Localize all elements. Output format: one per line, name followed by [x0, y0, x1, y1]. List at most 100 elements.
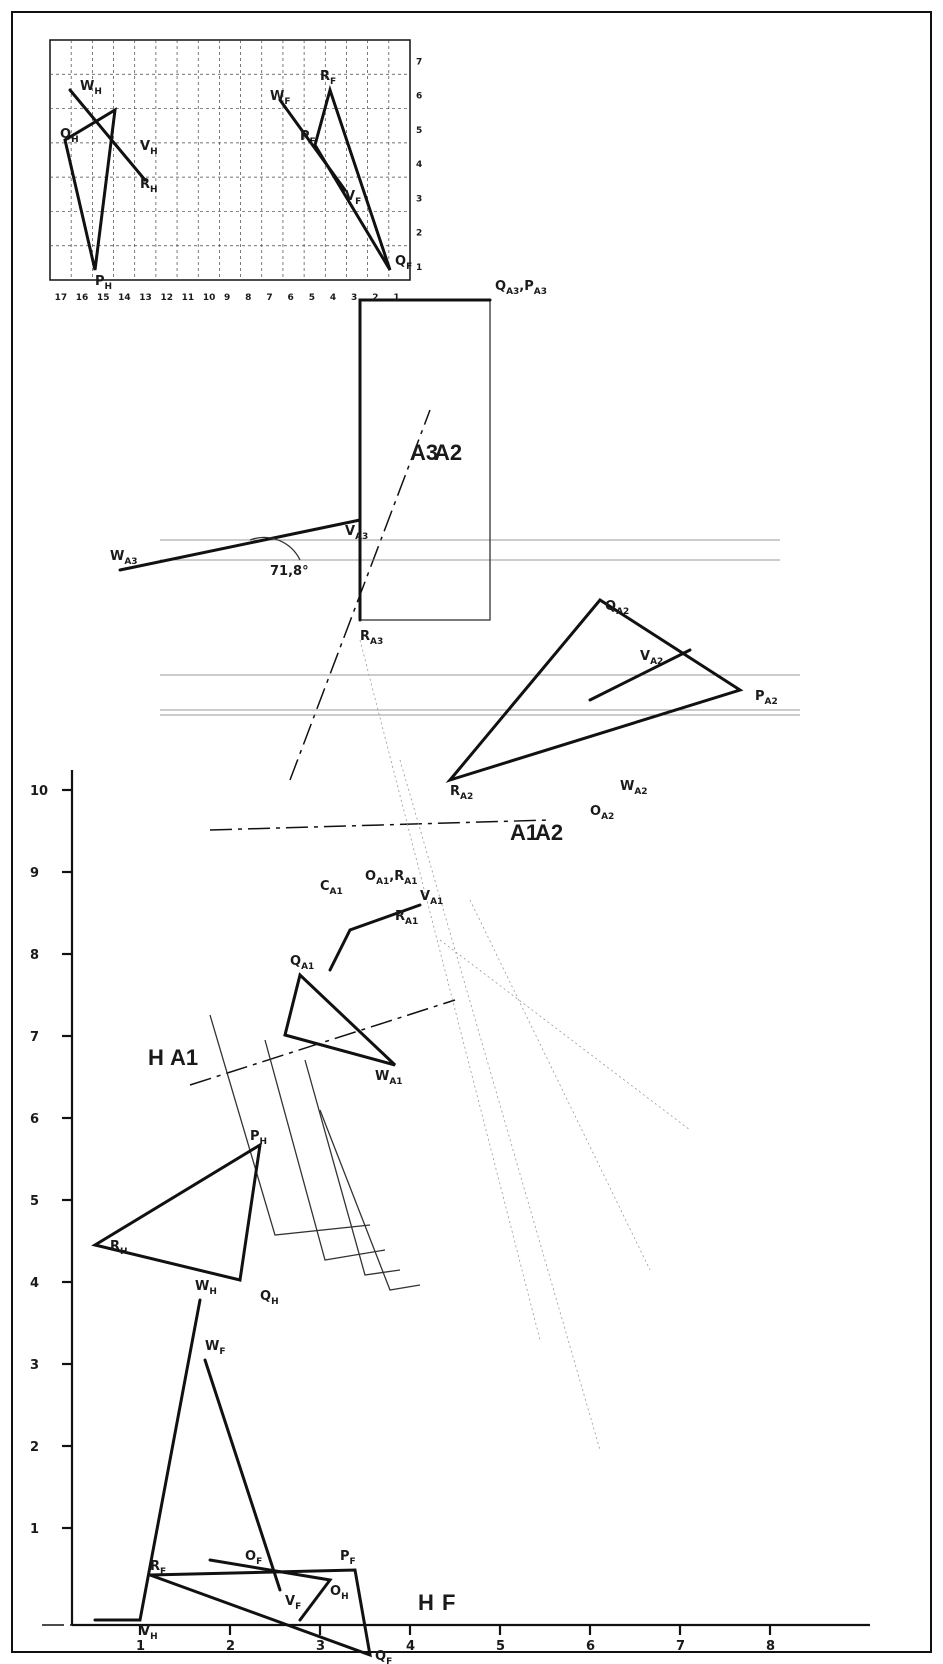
- inset-row-label: 13: [139, 293, 152, 303]
- point-label-wh-main: W: [195, 1279, 209, 1294]
- point-label-of: OF: [245, 1549, 262, 1567]
- point-label-ra1-sub: A1: [405, 917, 418, 927]
- point-label-wa1-main: W: [375, 1069, 389, 1084]
- point-label-pa2: PA2: [755, 689, 778, 707]
- point-label-of-main: O: [245, 1549, 256, 1564]
- projector-a1a2-2: [469, 899, 651, 1271]
- point-label-ra3-main: R: [360, 629, 370, 644]
- point-label-ra2-sub: A2: [460, 792, 473, 802]
- point-label-wf: WF: [205, 1339, 226, 1357]
- x-tick-label: 7: [676, 1639, 685, 1654]
- inset-point-label-vf: VF: [345, 189, 361, 207]
- point-label-oa1ra1-sub: A1: [376, 877, 389, 887]
- x-tick-label: 3: [316, 1639, 325, 1654]
- inset-edge-wf-vf: [278, 98, 347, 192]
- inset-row-label: 5: [309, 293, 315, 303]
- inset-point-label-vf-sub: F: [355, 197, 361, 207]
- point-label-pf-sub: F: [350, 1557, 356, 1567]
- inset-grid-lines: [50, 40, 410, 280]
- point-label-ph-sub: H: [260, 1137, 268, 1147]
- projector-a1a2-1: [439, 939, 691, 1131]
- inset-point-label-rf-main: R: [320, 69, 330, 84]
- inset-row-label: 1: [393, 293, 399, 303]
- projector-ha1-1: [209, 1014, 371, 1236]
- point-label-ph-main: P: [250, 1129, 260, 1144]
- inset-point-label-qh: QH: [60, 127, 79, 145]
- y-tick-label: 9: [30, 866, 39, 881]
- fold-label-a1a2-a1: A1: [510, 820, 538, 845]
- point-label-ra1-main: R: [395, 909, 405, 924]
- point-label-of-sub: F: [256, 1557, 262, 1567]
- point-label-qa1-main: Q: [290, 954, 301, 969]
- point-label-oh-main: O: [330, 1584, 341, 1599]
- point-label-oa2-main: O: [590, 804, 601, 819]
- inset-point-label-rh: RH: [140, 177, 158, 195]
- point-label-vf: VF: [285, 1594, 301, 1612]
- edge-lines-front: [208, 1558, 333, 1622]
- inset-point-label-qf-sub: F: [406, 262, 412, 272]
- projector-ha1-3: [304, 1059, 401, 1276]
- inset-col-label: 4: [416, 160, 422, 170]
- point-label-oa1ra1: OA1,RA1: [365, 869, 418, 887]
- point-label-qa3pa3: QA3,PA3: [495, 279, 547, 297]
- inset-point-label-ph-sub: H: [105, 282, 113, 292]
- point-label-wf-sub: F: [219, 1347, 225, 1357]
- inset-point-label-qf: QF: [395, 254, 412, 272]
- fold-label-ha1-a1: A1: [170, 1045, 198, 1070]
- inset-point-label-vf-main: V: [345, 189, 355, 204]
- edges-a3-view: [358, 298, 492, 622]
- inset-row-label: 17: [55, 293, 68, 303]
- inset-point-label-qf-main: Q: [395, 254, 406, 269]
- point-label-wa2: WA2: [620, 779, 648, 797]
- point-label-ra3-sub: A3: [370, 637, 383, 647]
- fold-label-hf-f: F: [442, 1590, 455, 1615]
- point-label-wf-main: W: [205, 1339, 219, 1354]
- point-label-qa3pa3-sub2: A3: [534, 287, 547, 297]
- point-label-vh: VH: [140, 1624, 158, 1642]
- point-label-qf-sub: F: [386, 1657, 392, 1664]
- point-label-ra3: RA3: [360, 629, 383, 647]
- y-tick-label: 8: [30, 948, 39, 963]
- angle-arc: [249, 536, 301, 561]
- inset-point-label-vh-sub: H: [150, 147, 158, 157]
- inset-point-label-wh-main: W: [80, 79, 94, 94]
- inset-row-label: 3: [351, 293, 357, 303]
- point-label-qa1-sub: A1: [301, 962, 314, 972]
- y-tick-label: 5: [30, 1194, 39, 1209]
- point-label-qf-main: Q: [375, 1649, 386, 1664]
- y-tick-label: 10: [30, 784, 48, 799]
- y-tick-label: 4: [30, 1276, 39, 1291]
- point-label-oa1ra1-main2: R: [394, 869, 404, 884]
- x-tick-label: 8: [766, 1639, 775, 1654]
- inset-edge-wh-vh: [68, 88, 147, 182]
- inset-row-label: 2: [372, 293, 378, 303]
- point-label-va2-main: V: [640, 649, 650, 664]
- fold-line-a1-a2: [209, 819, 551, 831]
- point-label-wa3-main: W: [110, 549, 124, 564]
- inset-row-label: 14: [118, 293, 131, 303]
- inset-point-label-pf-sub: F: [310, 137, 316, 147]
- point-label-oa1ra1-sep: ,: [389, 869, 394, 884]
- point-label-ca1: CA1: [320, 879, 343, 897]
- point-label-qh: QH: [260, 1289, 279, 1307]
- inset-point-label-pf-main: P: [300, 129, 310, 144]
- x-tick-label: 6: [586, 1639, 595, 1654]
- point-label-wa1-sub: A1: [389, 1077, 402, 1087]
- point-label-va2: VA2: [640, 649, 663, 667]
- point-label-ca1-sub: A1: [330, 887, 343, 897]
- inset-row-label: 6: [288, 293, 294, 303]
- inset-point-label-rf: RF: [320, 69, 336, 87]
- projector-ha1-4: [319, 1109, 421, 1291]
- point-label-qa2-main: Q: [605, 599, 616, 614]
- inset-point-label-qh-sub: H: [71, 135, 79, 145]
- inset-point-label-wf-main: W: [270, 89, 284, 104]
- fold-label-hf-h: H: [418, 1590, 434, 1615]
- point-label-qa3pa3-sub: A3: [506, 287, 519, 297]
- point-label-oh-sub: H: [341, 1592, 349, 1602]
- point-label-qf: QF: [375, 1649, 392, 1664]
